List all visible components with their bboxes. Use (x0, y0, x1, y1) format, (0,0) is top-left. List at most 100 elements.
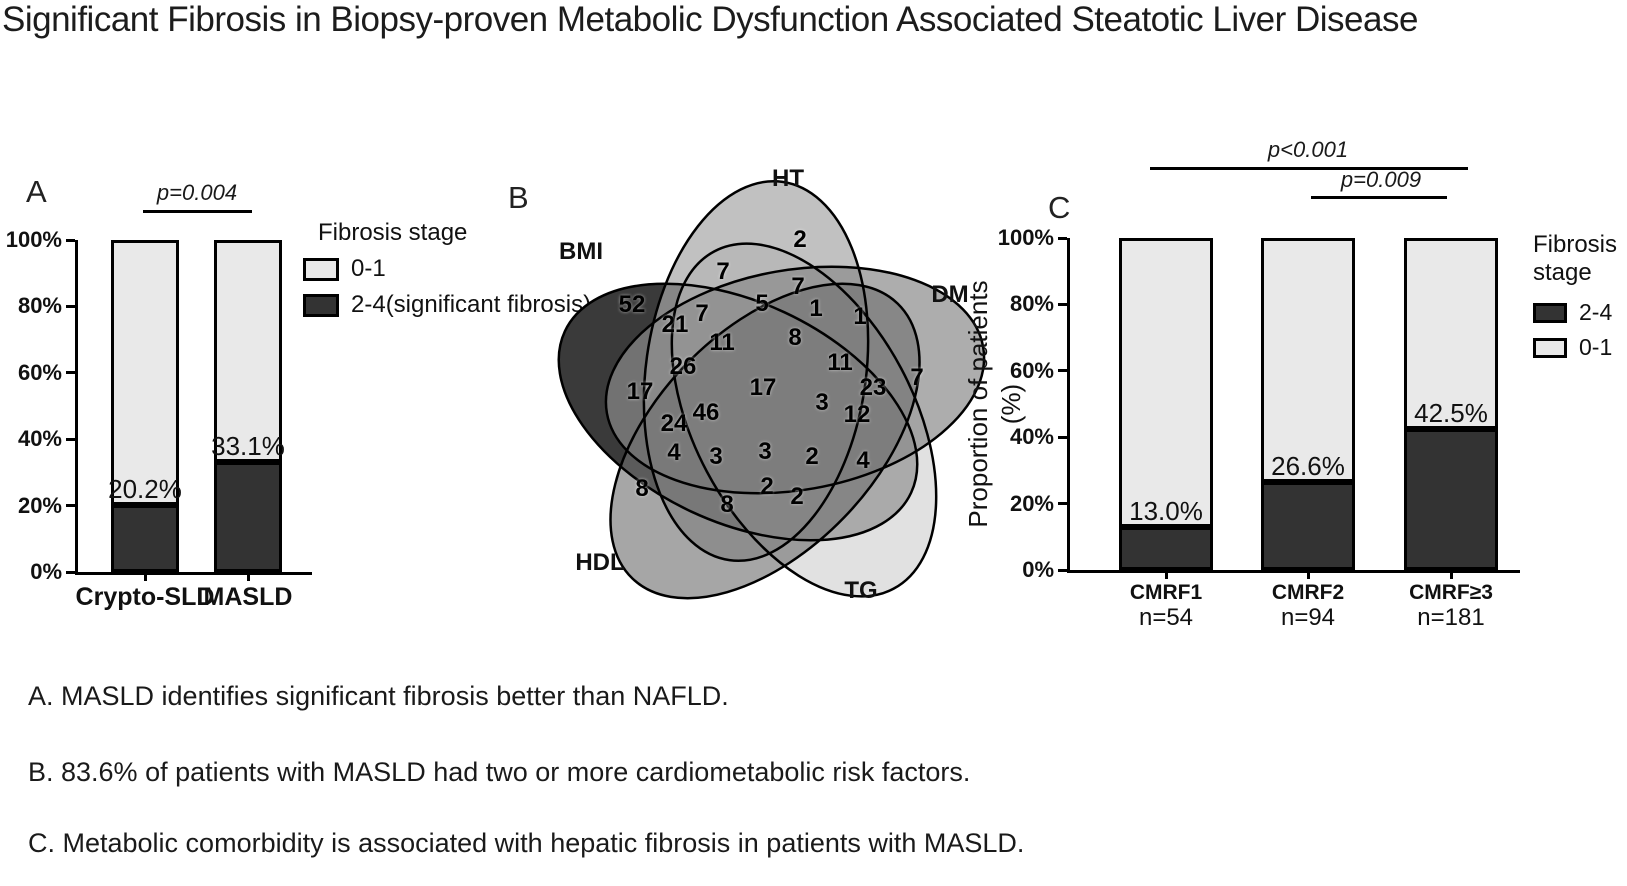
venn-region-count: 8 (788, 324, 802, 351)
panel-a-y-axis (75, 240, 78, 575)
panel-c-y-tick-label: 40% (1009, 424, 1054, 450)
venn-region-count: 46 (692, 399, 720, 426)
venn-region-count: 2 (790, 483, 804, 510)
venn-region-count: 4 (667, 439, 681, 466)
panel-a-legend-item-0-1: 0-1 (303, 255, 591, 283)
panel-c-legend-item-0-1: 0-1 (1533, 334, 1627, 361)
figure-title: Significant Fibrosis in Biopsy-proven Me… (2, 0, 1418, 39)
caption-a: A. MASLD identifies significant fibrosis… (28, 681, 729, 711)
panel-c-pvalue-label: p<0.001 (1267, 137, 1349, 162)
panel-c-y-tick-label: 20% (1009, 490, 1054, 516)
panel-c-category-label: CMRF2 (1271, 581, 1345, 604)
panel-a-bar-value-label: 20.2% (108, 473, 182, 504)
panel-a-y-tick (66, 371, 75, 375)
venn-region-count: 1 (809, 295, 823, 322)
panel-c-legend-item-2-4: 2-4 (1533, 299, 1627, 326)
panel-a-y-tick (66, 304, 75, 308)
panel-c-bar-value-label: 26.6% (1271, 450, 1345, 481)
panel-c-bar-segment-0-1 (1119, 238, 1213, 527)
panel-a-x-tick (246, 572, 250, 581)
panel-a-x-axis (75, 572, 312, 575)
panel-c-bar-segment-2-4 (1119, 526, 1213, 570)
panel-c-comparison-line (1150, 167, 1468, 170)
panel-c-y-tick-label: 80% (1009, 291, 1054, 317)
panel-c-y-tick (1058, 502, 1067, 506)
venn-set-label-ht: HT (772, 165, 804, 192)
venn-region-count: 52 (618, 291, 646, 318)
panel-c-x-tick (1449, 570, 1453, 579)
venn-region-count: 7 (716, 258, 730, 285)
panel-c-bar-segment-0-1 (1404, 238, 1498, 429)
legend-label: 0-1 (351, 255, 386, 282)
panel-c-y-axis (1067, 238, 1070, 573)
panel-c-bar-segment-0-1 (1261, 238, 1355, 482)
legend-label: 0-1 (1579, 334, 1613, 360)
legend-swatch-dark (303, 293, 339, 317)
panel-c-bar-value-label: 42.5% (1414, 397, 1488, 428)
venn-region-count: 2 (793, 226, 807, 253)
panel-c-y-tick-label: 100% (997, 225, 1054, 250)
panel-a-bar-segment-2-4 (111, 504, 179, 572)
legend-swatch-light (303, 257, 339, 281)
panel-a-x-tick (143, 572, 147, 581)
venn-outline-tg (670, 242, 938, 598)
panel-a-y-tick (66, 238, 75, 242)
panel-a-label: A (26, 174, 47, 209)
legend-label: 2-4(significant fibrosis) (351, 291, 592, 318)
venn-outline-dm (604, 265, 986, 495)
panel-a-y-tick (66, 437, 75, 441)
caption-c: C. Metabolic comorbidity is associated w… (28, 828, 1025, 858)
caption-b: B. 83.6% of patients with MASLD had two … (28, 757, 971, 787)
panel-c-n-label: n=181 (1417, 604, 1485, 631)
panel-a-legend: Fibrosis stage 0-1 2-4(significant fibro… (303, 219, 591, 319)
panel-c-comparison-line (1311, 196, 1447, 199)
venn-region-count: 11 (827, 349, 853, 376)
venn-diagram (557, 179, 986, 600)
venn-outline-bmi (557, 282, 919, 542)
panel-c-y-tick (1058, 302, 1067, 306)
panel-a-category-label: MASLD (203, 583, 293, 611)
venn-region-count: 7 (791, 273, 805, 300)
venn-region-count: 2 (760, 473, 774, 500)
legend-label: 2-4 (1579, 299, 1613, 325)
venn-region-count: 17 (626, 378, 654, 405)
panel-a-comparison-line (143, 210, 252, 213)
venn-region-count: 7 (910, 364, 924, 391)
panel-a-bar-segment-0-1 (111, 240, 179, 505)
venn-region-count: 26 (669, 353, 697, 380)
panel-a-legend-item-2-4: 2-4(significant fibrosis) (303, 291, 591, 319)
venn-region-count: 21 (661, 311, 689, 338)
panel-c-legend-title: Fibrosis stage (1533, 231, 1618, 286)
panel-c-pvalue-label: p=0.009 (1340, 167, 1422, 192)
panel-a-legend-title: Fibrosis stage (318, 219, 468, 246)
panel-a-y-tick-label: 0% (30, 559, 62, 584)
panel-c-category-label: CMRF1 (1129, 581, 1203, 604)
panel-a-bar-segment-2-4 (214, 462, 282, 572)
venn-region-count: 4 (856, 447, 870, 474)
panel-a-y-tick-label: 100% (5, 227, 62, 252)
venn-region-count: 3 (709, 443, 723, 470)
venn-region-count: 24 (660, 410, 688, 437)
panel-c-y-tick (1058, 435, 1067, 439)
panel-c-bar-value-label: 13.0% (1129, 495, 1203, 526)
panel-a-y-tick-label: 20% (17, 492, 62, 518)
venn-region-count: 3 (758, 438, 772, 465)
panel-a-y-tick-label: 60% (17, 359, 62, 385)
panel-c-legend: Fibrosis stage 2-4 0-1 (1533, 231, 1627, 361)
panel-c-y-tick-label: 60% (1009, 357, 1054, 383)
panel-c-y-tick-label: 0% (1022, 557, 1054, 582)
venn-region-count: 17 (749, 374, 777, 401)
panel-c-bar-segment-2-4 (1261, 481, 1355, 570)
panel-c-y-tick (1058, 568, 1067, 572)
legend-swatch-light (1533, 337, 1567, 358)
panel-c-x-tick (1164, 570, 1168, 579)
venn-region-count: 8 (635, 475, 649, 502)
panel-a-bar-segment-0-1 (214, 240, 282, 463)
venn-outline-hdl (609, 282, 921, 600)
panel-c-bar-segment-2-4 (1404, 428, 1498, 570)
panel-c-x-axis (1067, 570, 1520, 573)
panel-c-y-tick (1058, 369, 1067, 373)
panel-c-category-label: CMRF≥3 (1409, 581, 1493, 604)
legend-swatch-dark (1533, 302, 1567, 323)
